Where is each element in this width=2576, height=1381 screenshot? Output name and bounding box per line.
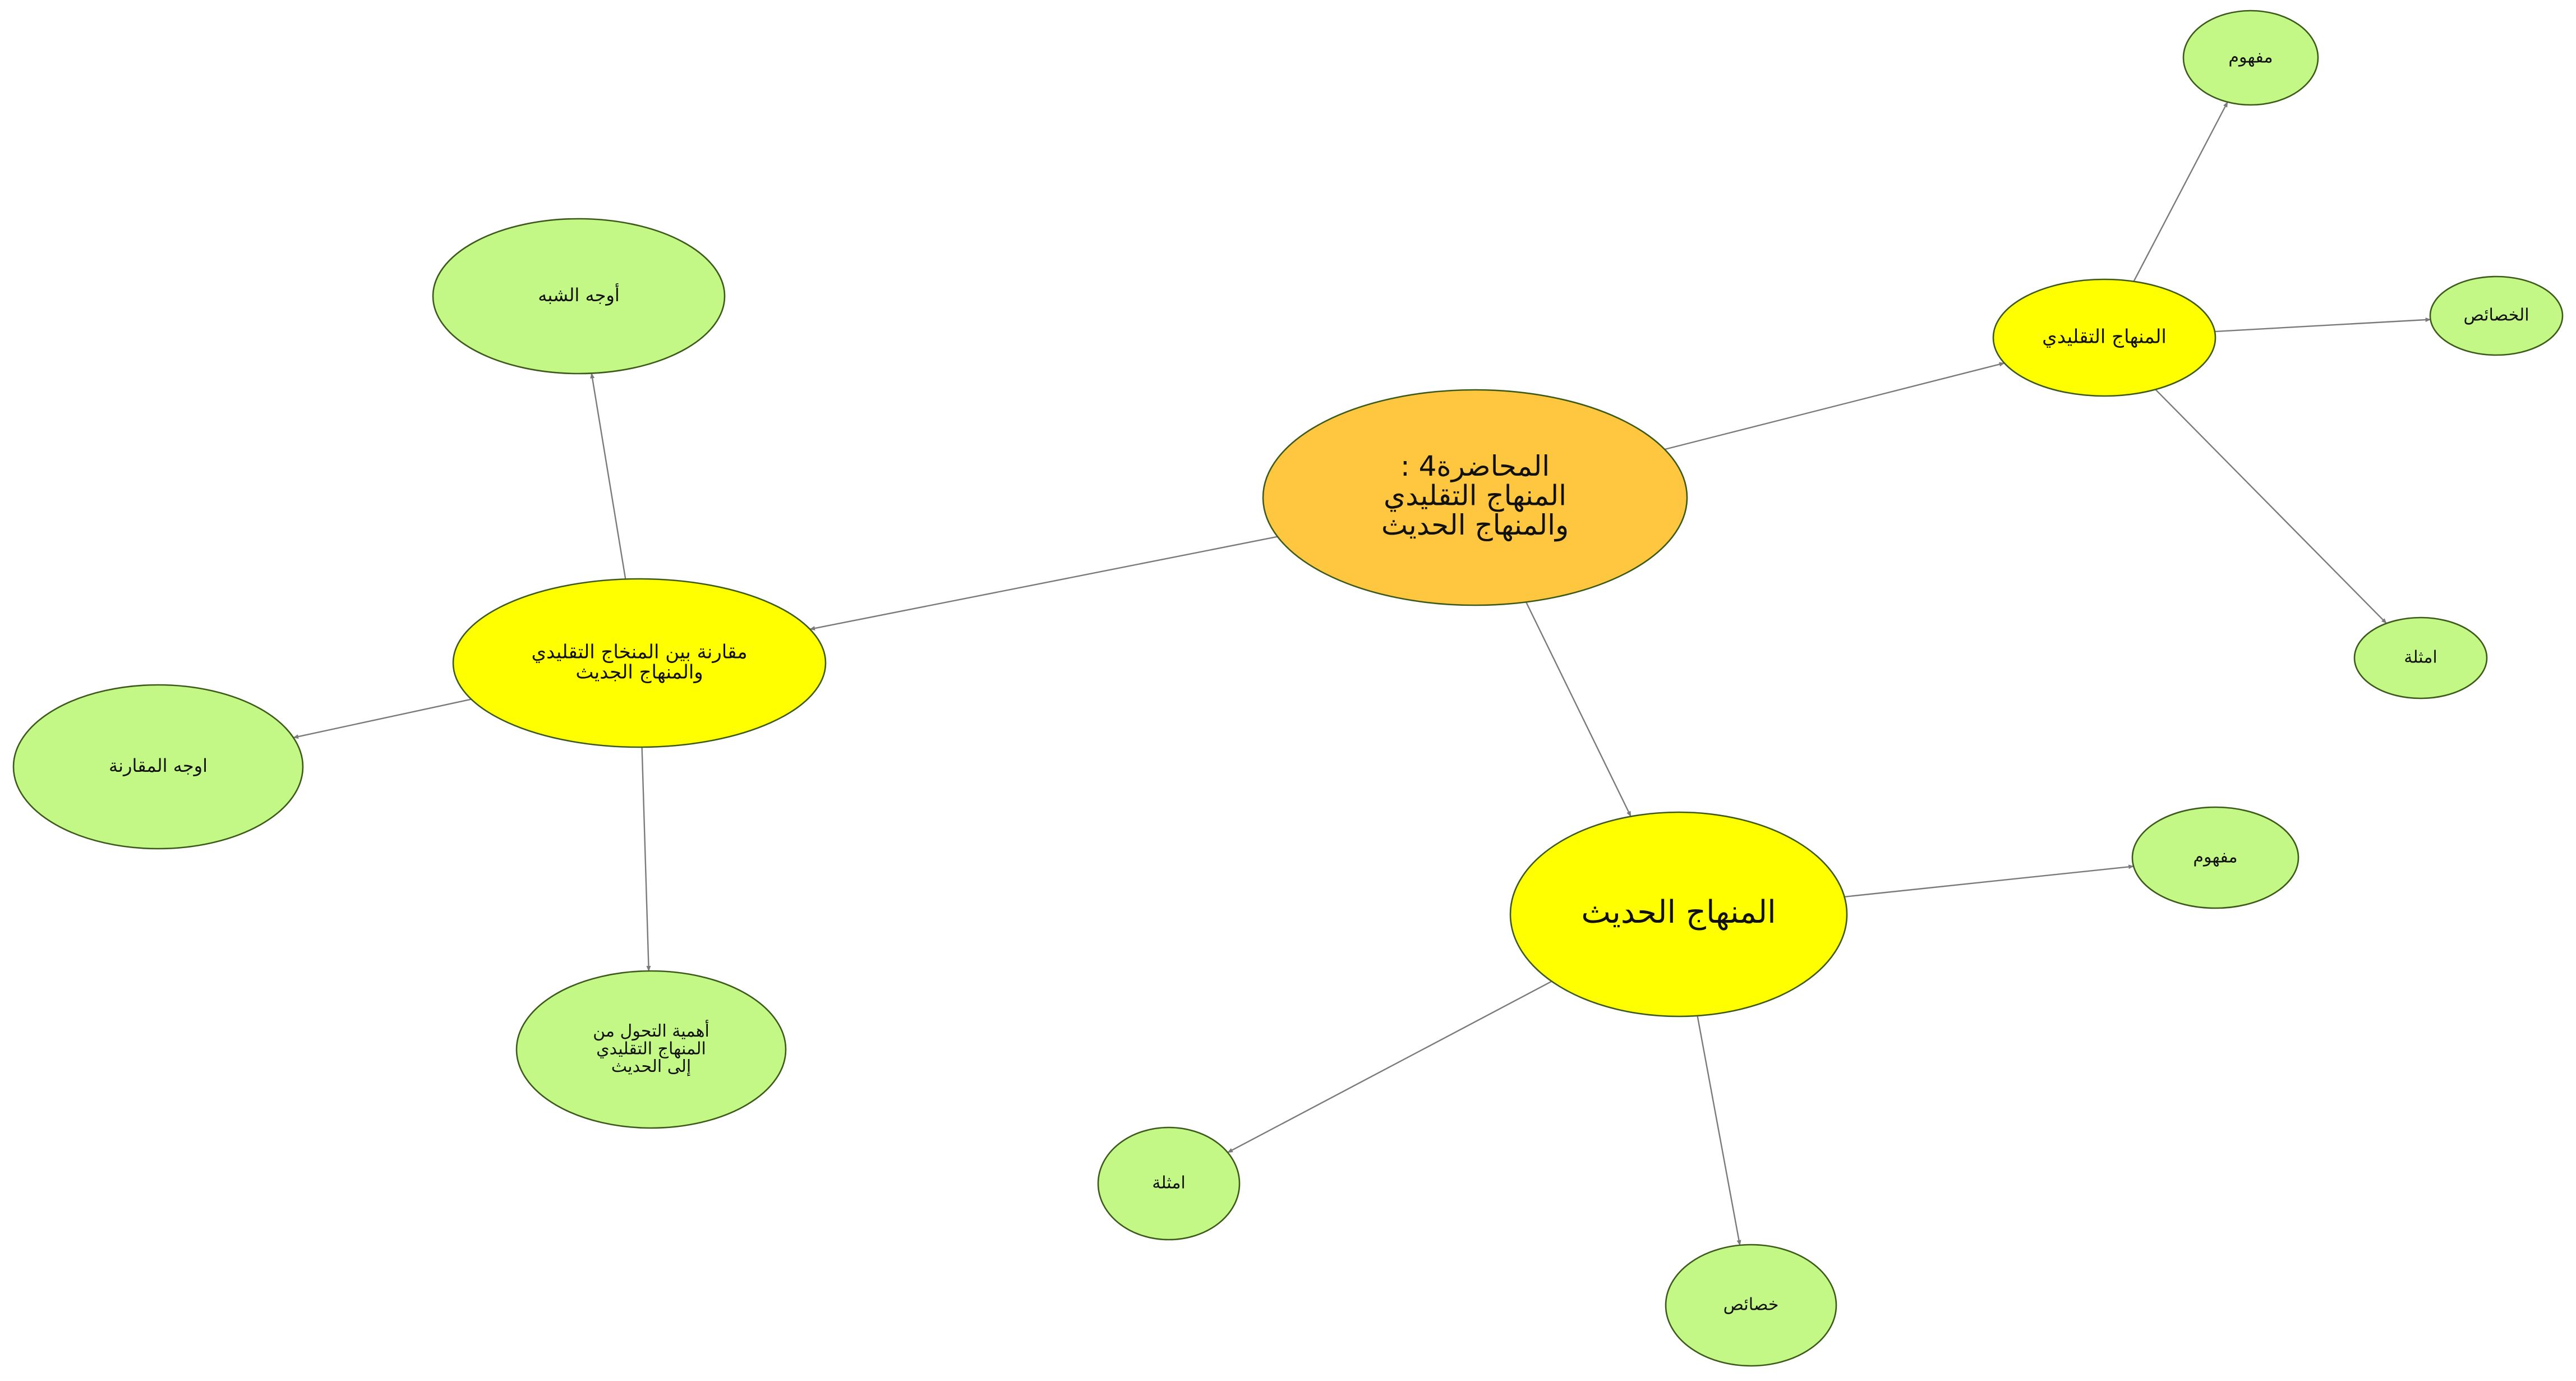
node-shape-mod-concept — [2131, 806, 2299, 909]
node-shape-comparison — [452, 578, 827, 748]
node-shape-comparison-aspects — [12, 684, 304, 850]
node-shape-trad-examples — [2353, 616, 2488, 699]
edge-central-to-modern — [1525, 601, 1632, 817]
edge-modern-to-mod_examples — [1227, 980, 1552, 1153]
node-shape-trad-concept — [2182, 10, 2319, 106]
node-trad-features[interactable]: الخصائص — [2429, 275, 2564, 356]
node-trad-concept[interactable]: مفهوم — [2182, 10, 2319, 106]
node-shape-traditional — [1992, 278, 2216, 397]
node-label-traditional-line-1: المنهاج التقليدي — [2042, 326, 2167, 348]
node-label-trad-concept-line-1: مفهوم — [2228, 48, 2273, 67]
node-label-modern-line-1: المنهاج الحديث — [1581, 894, 1776, 931]
node-label-trad-features-line-1: الخصائص — [2463, 306, 2529, 325]
node-label-mod-examples-line-1: امثلة — [1152, 1173, 1185, 1193]
node-label-mod-features-line-1: خصائص — [1724, 1295, 1779, 1315]
node-label-comparison-aspects-line-1: اوجه المقارنة — [109, 755, 208, 776]
node-mod-examples[interactable]: امثلة — [1097, 1126, 1241, 1241]
node-shape-mod-features — [1665, 1244, 1837, 1367]
edge-traditional-to-trad_examples — [2155, 389, 2387, 624]
node-label-similarities-line-1: أوجه الشبه — [538, 283, 619, 306]
edge-comparison-to-similarities — [590, 372, 626, 579]
node-label-trad-examples-line-1: امثلة — [2404, 648, 2437, 668]
node-label-comparison-line-1: مقارنة بين المنخاج التقليدي — [531, 641, 747, 664]
node-label-central-line-2: المنهاج التقليدي — [1384, 480, 1566, 513]
edge-central-to-comparison — [809, 536, 1278, 630]
edge-central-to-traditional — [1664, 362, 2005, 450]
node-comparison-aspects[interactable]: اوجه المقارنة — [12, 684, 304, 850]
edge-modern-to-mod_features — [1697, 1015, 1741, 1246]
node-similarities[interactable]: أوجه الشبه — [432, 218, 726, 375]
edge-traditional-to-trad_concept — [2133, 101, 2228, 282]
edge-modern-to-mod_concept — [1844, 864, 2135, 898]
node-label-comparison-line-2: والمنهاج الجديث — [575, 661, 703, 683]
edge-traditional-to-trad_features — [2214, 317, 2431, 333]
node-modern[interactable]: المنهاج الحديث — [1509, 811, 1848, 1018]
node-shape-trad-features — [2429, 275, 2564, 356]
node-shape-mod-examples — [1097, 1126, 1241, 1241]
edge-comparison-to-importance — [641, 747, 651, 972]
node-shape-central — [1262, 389, 1688, 606]
node-label-central-line-1: المحاضرة4 : — [1400, 450, 1550, 482]
node-mod-concept[interactable]: مفهوم — [2131, 806, 2299, 909]
node-label-mod-concept-line-1: مفهوم — [2193, 848, 2237, 867]
node-shape-modern — [1509, 811, 1848, 1018]
node-shape-importance — [515, 970, 787, 1129]
node-label-central-line-3: والمنهاج الحديث — [1381, 509, 1569, 542]
node-mod-features[interactable]: خصائص — [1665, 1244, 1837, 1367]
node-label-importance-line-2: المنهاج التقليدي — [596, 1039, 706, 1059]
edge-comparison-to-comparison_aspects — [293, 698, 472, 739]
node-traditional[interactable]: المنهاج التقليدي — [1992, 278, 2216, 397]
node-shape-similarities — [432, 218, 726, 375]
node-label-importance-line-3: إلى الحديث — [611, 1057, 691, 1076]
edges-layer — [293, 101, 2431, 1246]
node-trad-examples[interactable]: امثلة — [2353, 616, 2488, 699]
node-label-importance-line-1: أهمية التحول من — [593, 1019, 709, 1041]
